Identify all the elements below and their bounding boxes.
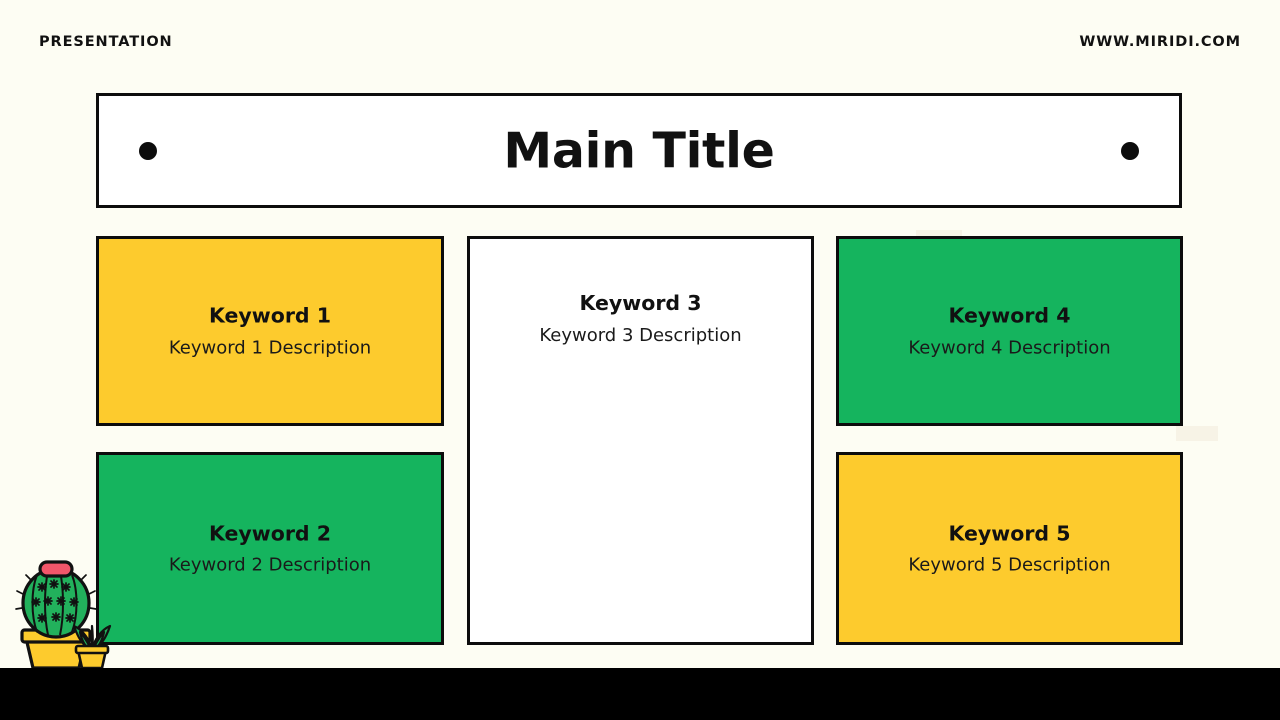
- bullet-dot-icon-right: [1121, 141, 1139, 160]
- keyword-card-4-title: Keyword 4: [948, 303, 1071, 328]
- main-title-bar: Main Title: [96, 93, 1182, 208]
- header-presentation-label: PRESENTATION: [39, 34, 173, 50]
- keyword-card-2-description: Keyword 2 Description: [168, 554, 372, 576]
- decorative-paper-shape-right: [1176, 426, 1218, 441]
- keyword-card-1-description: Keyword 1 Description: [168, 337, 372, 358]
- keyword-card-4-content: Keyword 4 Keyword 4 Description: [849, 303, 1170, 358]
- cactus-plant-icon: [15, 560, 97, 670]
- keyword-card-3[interactable]: Keyword 3 Keyword 3 Description: [467, 236, 814, 645]
- keyword-card-2-content: Keyword 2 Keyword 2 Description: [109, 521, 431, 576]
- page-title: Main Title: [503, 122, 775, 179]
- keyword-card-3-title: Keyword 3: [579, 291, 702, 315]
- keyword-card-5-title: Keyword 5: [948, 520, 1071, 545]
- keyword-card-1-title: Keyword 1: [209, 303, 331, 328]
- keyword-card-2[interactable]: Keyword 2 Keyword 2 Description: [96, 452, 444, 645]
- potted-plant-icon: [72, 624, 112, 670]
- keyword-card-3-description: Keyword 3 Description: [539, 324, 742, 346]
- keyword-card-1-content: Keyword 1 Keyword 1 Description: [109, 303, 431, 358]
- footer-bar: [0, 668, 1280, 720]
- keyword-card-5[interactable]: Keyword 5 Keyword 5 Description: [836, 452, 1183, 645]
- bullet-dot-icon-left: [139, 141, 157, 160]
- keyword-card-5-content: Keyword 5 Keyword 5 Description: [849, 521, 1170, 576]
- keyword-card-3-content: Keyword 3 Keyword 3 Description: [480, 291, 801, 346]
- keyword-card-1[interactable]: Keyword 1 Keyword 1 Description: [96, 236, 444, 426]
- header-website-label: WWW.MIRIDI.COM: [1079, 34, 1241, 50]
- keyword-card-2-title: Keyword 2: [209, 520, 331, 545]
- keyword-card-4-description: Keyword 4 Description: [908, 337, 1111, 358]
- keyword-card-5-description: Keyword 5 Description: [908, 554, 1111, 576]
- decorative-paper-shape-top: [916, 230, 962, 238]
- keyword-card-4[interactable]: Keyword 4 Keyword 4 Description: [836, 236, 1183, 426]
